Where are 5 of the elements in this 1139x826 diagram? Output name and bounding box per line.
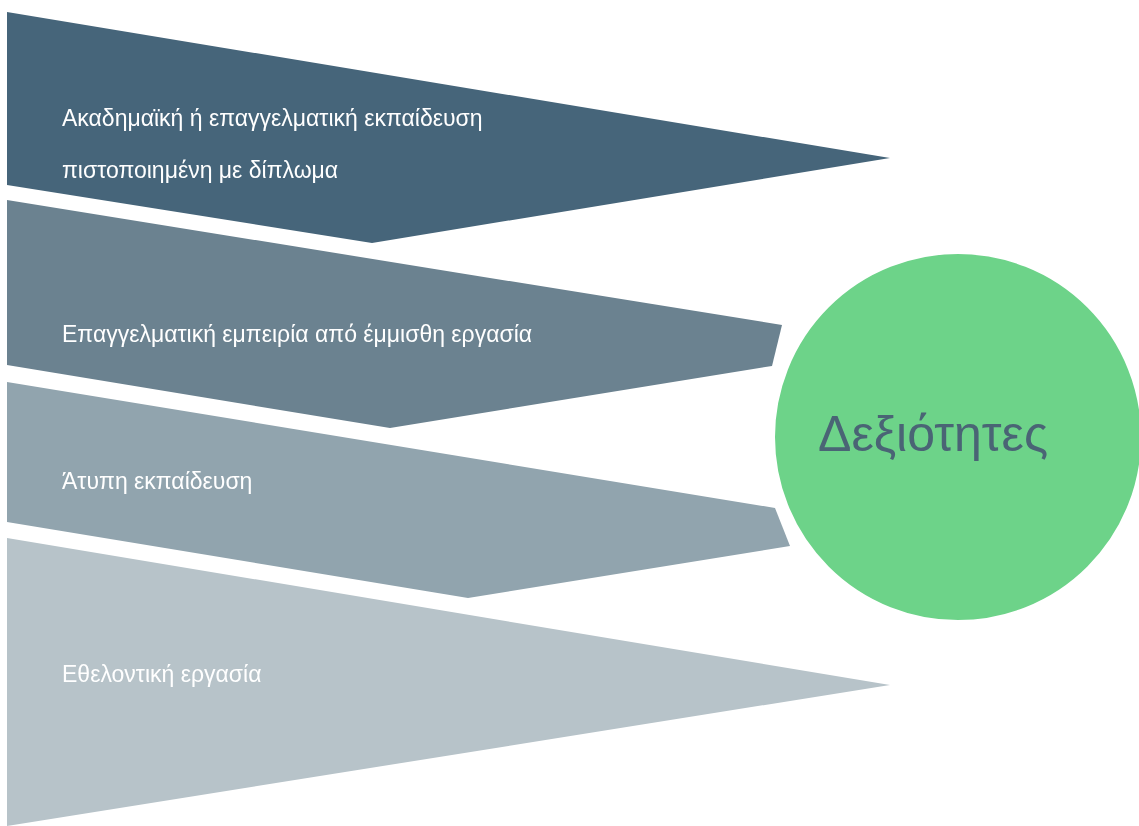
- band-label: Ακαδημαϊκή ή επαγγελματική εκπαίδευση πιστοποιημένη με δίπλωμα: [62, 104, 484, 185]
- band-label: Άτυπη εκπαίδευση: [62, 467, 253, 496]
- band-label: Επαγγελματική εμπειρία από έμμισθη εργασία: [62, 320, 533, 349]
- circle-label: Δεξιότητες: [818, 405, 1048, 463]
- band-label: Εθελοντική εργασία: [62, 660, 262, 689]
